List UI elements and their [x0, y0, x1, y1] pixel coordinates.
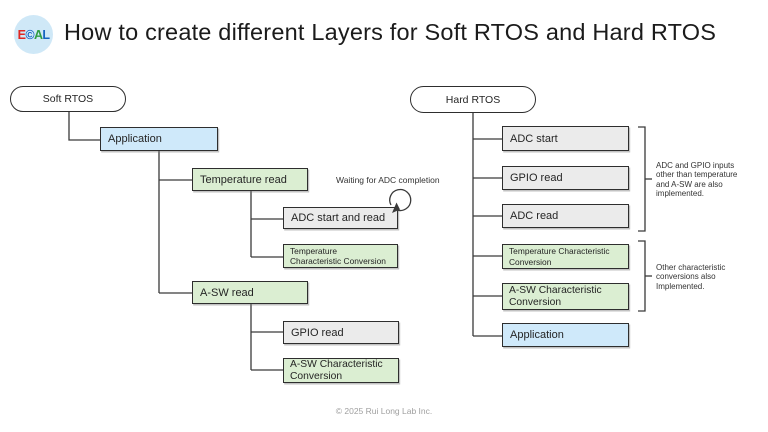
logo-letter: ©: [25, 27, 34, 42]
hard-adc-start-box: ADC start: [502, 126, 629, 151]
soft-temperature-read-box: Temperature read: [192, 168, 308, 191]
logo-letter: E: [17, 27, 26, 42]
annotation-inputs: ADC and GPIO inputs other than temperatu…: [656, 161, 738, 199]
soft-asw-char-conv-box: A-SW Characteristic Conversion: [283, 358, 399, 383]
bracket-inputs: [638, 126, 652, 232]
hard-rtos-root: Hard RTOS: [410, 86, 536, 113]
soft-application-box: Application: [100, 127, 218, 151]
logo-letter: A: [33, 27, 43, 42]
page-title: How to create different Layers for Soft …: [64, 19, 717, 45]
soft-adc-start-read-box: ADC start and read: [283, 207, 398, 229]
soft-gpio-read-box: GPIO read: [283, 321, 399, 344]
hard-application-box: Application: [502, 323, 629, 347]
soft-asw-read-box: A-SW read: [192, 281, 308, 304]
bracket-conversions: [638, 240, 652, 312]
soft-temperature-char-conv-box: Temperature Characteristic Conversion: [283, 244, 398, 268]
copyright-text: © 2025 Rui Long Lab Inc.: [335, 406, 433, 416]
soft-rtos-root: Soft RTOS: [10, 86, 126, 112]
loop-label: Waiting for ADC completion: [336, 175, 440, 185]
hard-adc-read-box: ADC read: [502, 204, 629, 228]
logo-letter: L: [42, 27, 50, 42]
hard-asw-char-conv-box: A-SW Characteristic Conversion: [502, 283, 629, 310]
hard-tree-connectors: [472, 113, 502, 337]
hard-temperature-char-conv-box: Temperature Characteristic Conversion: [502, 244, 629, 269]
annotation-conversions: Other characteristic conversions also Im…: [656, 263, 726, 291]
soft-tree-connectors: [68, 112, 283, 371]
hard-gpio-read-box: GPIO read: [502, 166, 629, 190]
